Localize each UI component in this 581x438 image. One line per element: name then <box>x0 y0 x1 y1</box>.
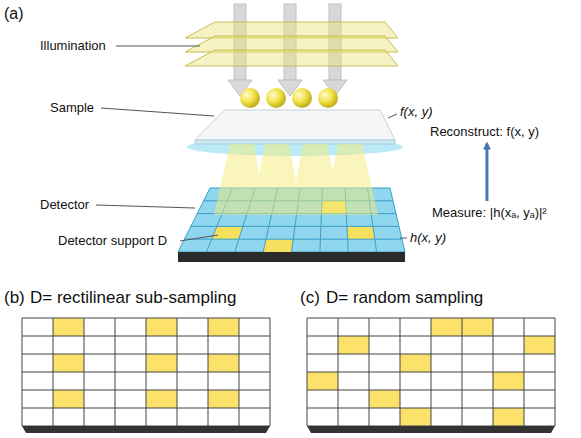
rectilinear-cells <box>208 390 239 408</box>
figure-label: Sample <box>50 100 94 116</box>
figure-label: h(x, y) <box>410 230 446 246</box>
label-text: (a) <box>4 5 24 22</box>
random-cells <box>369 390 400 408</box>
light-cones <box>214 144 378 215</box>
sample-spheres <box>292 88 312 108</box>
random-cells <box>307 372 338 390</box>
label-text: (b) <box>4 288 25 307</box>
figure-label: D= random sampling <box>326 288 483 308</box>
rectilinear-cells <box>146 318 177 336</box>
random-cells <box>400 354 431 372</box>
illumination-planes <box>185 50 398 66</box>
sample-spheres <box>240 88 260 108</box>
light-cones <box>324 144 378 215</box>
figure-label: Detector <box>40 197 89 213</box>
rectilinear-cells <box>53 354 84 372</box>
label-text: Detector support D <box>58 233 167 248</box>
sample-spheres <box>240 88 338 108</box>
random-cells <box>307 318 555 426</box>
leader-lines <box>400 238 407 239</box>
illumination-planes <box>185 22 398 66</box>
label-text: Sample <box>50 100 94 115</box>
random-cells <box>400 408 431 426</box>
random-cells <box>462 318 493 336</box>
rectilinear-cells <box>53 318 84 336</box>
random-cells <box>524 336 555 354</box>
random-cells <box>493 372 524 390</box>
figure-label: D= rectilinear sub-sampling <box>30 288 236 308</box>
figure-label: Detector support D <box>58 233 167 249</box>
rectilinear-base <box>22 426 270 433</box>
figure-label: (a) <box>4 4 24 23</box>
random-cells <box>338 336 369 354</box>
random-cells <box>431 318 462 336</box>
figure-label: Illumination <box>40 38 106 54</box>
label-text: D= random sampling <box>326 288 483 307</box>
label-text: f(x, y) <box>400 104 433 119</box>
leader-lines <box>180 235 218 241</box>
random-grid <box>307 318 555 426</box>
label-text: Illumination <box>40 38 106 53</box>
sample-plate-edge <box>195 140 395 144</box>
rectilinear-cells <box>146 354 177 372</box>
sample-glow <box>187 138 403 156</box>
step-text: Reconstruct: f(x, y) <box>428 123 541 141</box>
label-text: D= rectilinear sub-sampling <box>30 288 236 307</box>
rectilinear-cells <box>208 318 239 336</box>
leader-lines <box>388 114 397 118</box>
flow-arrow <box>485 144 488 201</box>
rectilinear-cells <box>53 390 84 408</box>
step-label: Reconstruct: f(x, y) <box>430 124 539 140</box>
step-text: Measure: |h(xₐ, yₐ)|² <box>430 204 549 222</box>
leader-lines <box>101 108 214 116</box>
figure-label: f(x, y) <box>400 104 433 120</box>
label-text: h(x, y) <box>410 230 446 245</box>
random-base <box>307 426 555 433</box>
sample-plate <box>195 110 395 140</box>
label-text: (c) <box>300 288 320 307</box>
sample-spheres <box>266 88 286 108</box>
step-label: Measure: |h(xₐ, yₐ)|² <box>432 205 547 221</box>
leader-lines <box>96 46 407 241</box>
detector-support-cells <box>263 239 293 252</box>
rectilinear-grid <box>22 318 270 426</box>
label-text: Detector <box>40 197 89 212</box>
leader-lines <box>96 205 195 208</box>
figure-label: (b) <box>4 288 25 308</box>
rectilinear-cells <box>208 354 239 372</box>
detector-base <box>178 252 405 262</box>
random-cells <box>493 408 524 426</box>
rectilinear-cells <box>146 390 177 408</box>
detector-support-cells <box>347 226 375 239</box>
sample-spheres <box>318 88 338 108</box>
figure-label: (c) <box>300 288 320 308</box>
leader-lines <box>116 46 200 47</box>
